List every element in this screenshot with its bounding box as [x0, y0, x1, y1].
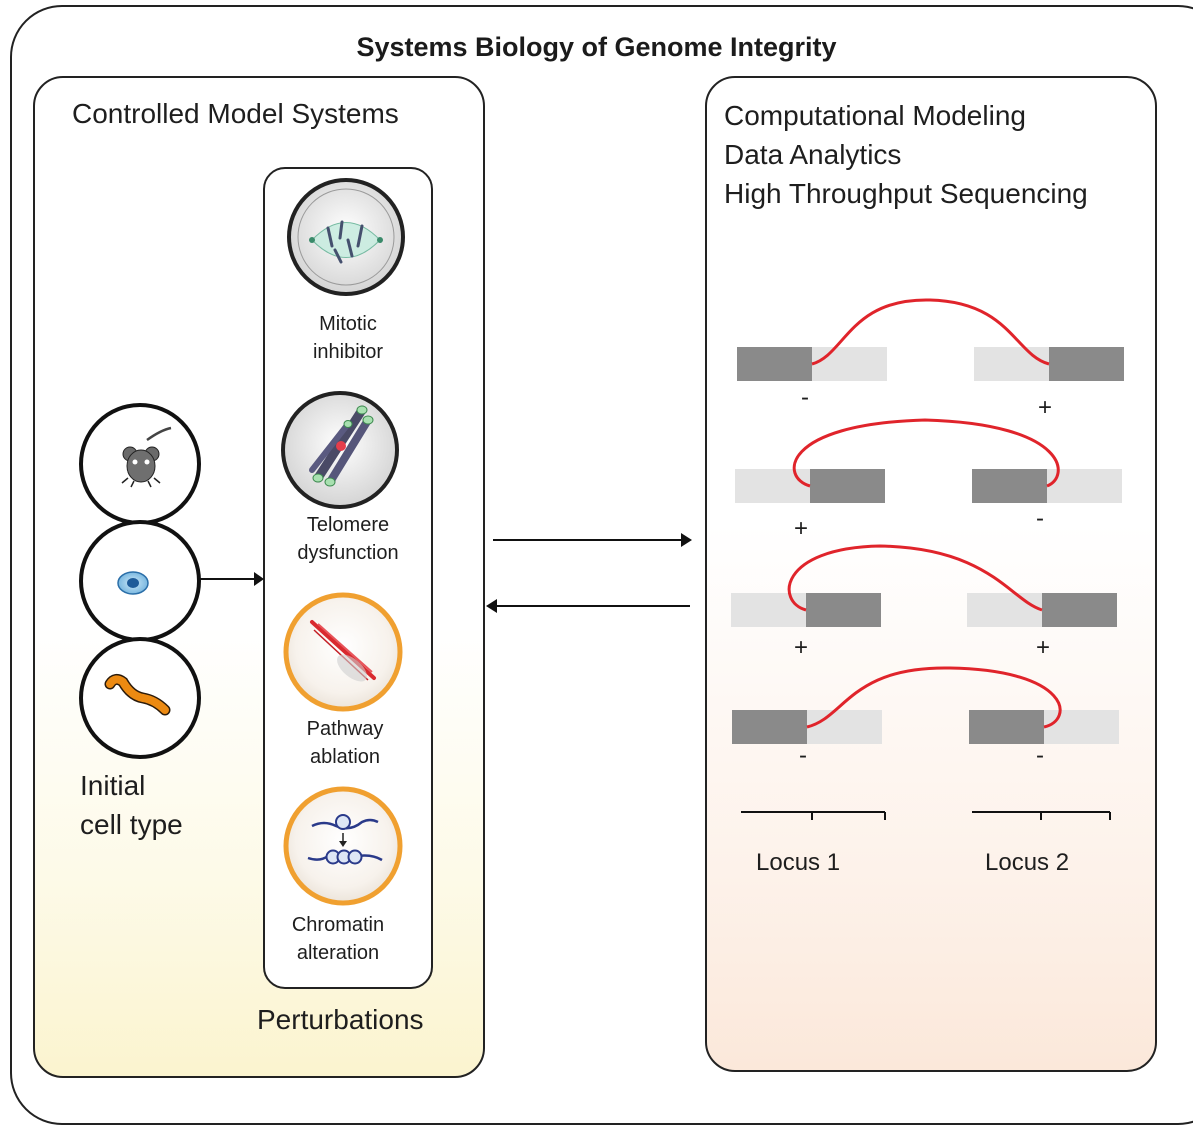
- perturbation-label-chromatin: Chromatin alteration: [273, 911, 403, 967]
- label-line: ablation: [309, 746, 381, 768]
- heading-computational-modeling: Computational Modeling: [724, 100, 1026, 131]
- telomere-dysfunction-icon: [281, 391, 399, 509]
- mitotic-inhibitor-icon: [287, 178, 405, 296]
- locus-1-scale: [741, 811, 886, 820]
- row3-left-sign: +: [793, 634, 808, 661]
- left-panel-heading: Controlled Model Systems: [72, 98, 399, 129]
- label-line: dysfunction: [297, 542, 399, 564]
- label-line: Mitotic: [319, 313, 377, 335]
- locus-2-label: Locus 2: [985, 849, 1070, 876]
- initial-cell-type-line1: Initial: [80, 770, 146, 801]
- mouse-circle: [79, 403, 201, 525]
- junction-row-3: [731, 544, 1117, 627]
- mouse-icon: [121, 426, 172, 488]
- heading-high-throughput-sequencing: High Throughput Sequencing: [724, 178, 1088, 209]
- row2-right-sign: -: [1036, 505, 1044, 532]
- row2-left-sign: +: [793, 515, 808, 542]
- label-line: Chromatin: [291, 914, 385, 936]
- computational-panel: [705, 76, 1157, 1072]
- diagram-graphics: [79, 178, 1124, 906]
- locus-2-scale: [972, 811, 1111, 820]
- arrow-to-model-systems: [486, 599, 690, 613]
- arrow-to-perturbations: [200, 572, 264, 586]
- perturbation-label-telomere: Telomere dysfunction: [273, 511, 423, 567]
- label-line: alteration: [296, 942, 380, 964]
- heading-data-analytics: Data Analytics: [724, 139, 902, 170]
- chromatin-alteration-icon: [283, 786, 403, 906]
- junction-row-1: [737, 298, 1124, 381]
- row1-right-sign: +: [1037, 394, 1052, 421]
- label-line: Telomere: [306, 514, 390, 536]
- worm-icon: [106, 675, 169, 714]
- row4-right-sign: -: [1036, 742, 1044, 769]
- locus-1-label: Locus 1: [756, 849, 841, 876]
- cell-circle: [79, 520, 201, 642]
- worm-circle: [79, 637, 201, 759]
- initial-cell-type-label: Initial cell type: [80, 766, 183, 844]
- junction-row-4: [732, 666, 1119, 744]
- row3-right-sign: +: [1035, 634, 1050, 661]
- perturbation-label-mitotic: Mitotic inhibitor: [283, 310, 413, 366]
- perturbations-footer: Perturbations: [257, 1004, 424, 1035]
- perturbation-label-pathway: Pathway ablation: [280, 715, 410, 771]
- arrow-to-computational: [493, 533, 692, 547]
- label-line: Pathway: [306, 718, 384, 740]
- label-line: inhibitor: [312, 341, 384, 363]
- junction-row-2: [735, 418, 1122, 503]
- initial-cell-type-line2: cell type: [80, 809, 183, 840]
- cell-icon: [117, 571, 149, 595]
- pathway-ablation-icon: [283, 592, 403, 712]
- diagram-title: Systems Biology of Genome Integrity: [356, 32, 837, 62]
- right-panel-headings: Computational Modeling Data Analytics Hi…: [724, 96, 1088, 213]
- row1-left-sign: -: [801, 384, 809, 411]
- row4-left-sign: -: [799, 742, 807, 769]
